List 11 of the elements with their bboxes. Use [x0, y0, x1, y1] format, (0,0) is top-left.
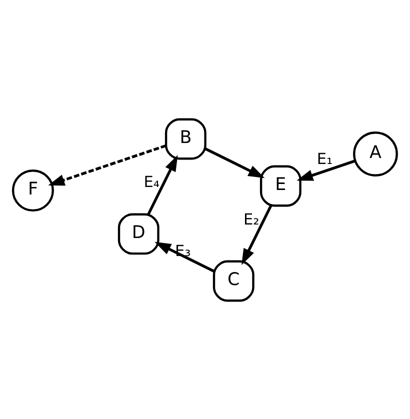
arrow: [204, 147, 265, 178]
edge-label: E₁: [316, 150, 333, 168]
node-circle: F: [12, 169, 54, 212]
arrow: [48, 144, 166, 186]
arrow: [242, 204, 272, 265]
edge-label: E₂: [244, 210, 260, 228]
arrow: [296, 159, 356, 180]
arrow: [147, 154, 178, 214]
edge-label: E₄: [144, 172, 160, 191]
node-circle: A: [353, 131, 398, 176]
arrow: [154, 241, 215, 272]
